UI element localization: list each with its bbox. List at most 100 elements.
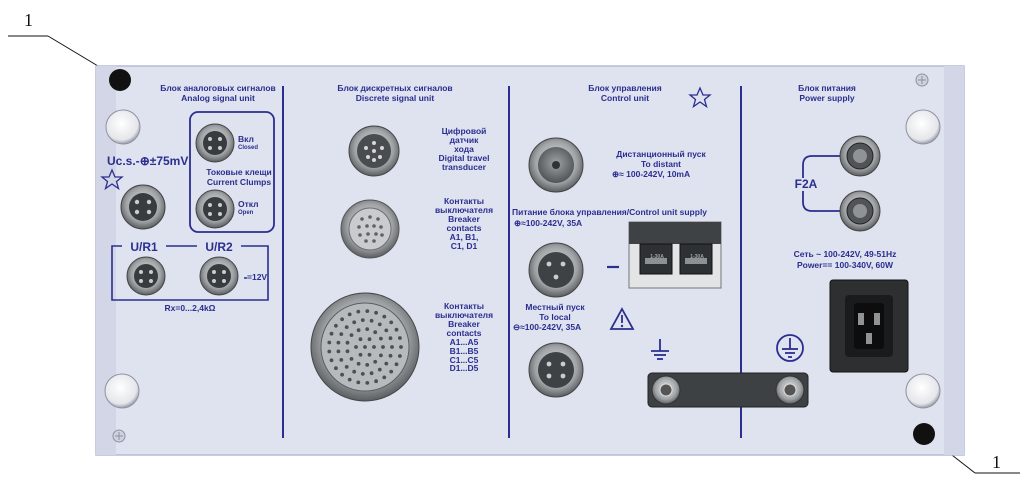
connector-pin bbox=[327, 340, 332, 345]
protective-earth-icon bbox=[776, 334, 804, 362]
connector-ucs[interactable] bbox=[120, 184, 166, 230]
connector-pin bbox=[349, 357, 354, 361]
callout-number-bottom-right: 1 bbox=[992, 452, 1001, 472]
ur1-label: U/R1 bbox=[122, 241, 166, 254]
switch-rating-right: 1-30A bbox=[690, 254, 704, 260]
power-title-ru: Блок питания bbox=[798, 83, 856, 93]
fuse-holder-1[interactable] bbox=[839, 135, 881, 177]
connector-pin bbox=[384, 361, 389, 366]
mains-label: Сеть ~ 100-242V, 49-51Hz bbox=[793, 249, 897, 259]
mount-hole-bottom-right bbox=[913, 423, 935, 445]
connector-breaker-contacts-large[interactable] bbox=[310, 292, 420, 402]
star-badge-control-icon bbox=[688, 86, 712, 109]
analog-title-ru: Блок аналоговых сигналов bbox=[160, 83, 276, 93]
connector-pin bbox=[356, 328, 361, 333]
connector-pin bbox=[339, 358, 344, 362]
analog-title-en: Analog signal unit bbox=[181, 93, 255, 103]
foot-top-right bbox=[905, 109, 941, 145]
connector-breaker-contacts-small[interactable] bbox=[340, 199, 400, 259]
connector-pin bbox=[382, 375, 387, 380]
foot-top-left bbox=[105, 109, 141, 145]
connector-pin bbox=[365, 381, 370, 385]
fuse-label: F2A bbox=[790, 178, 822, 191]
power-rating-label: Power== 100-340V, 60W bbox=[796, 260, 894, 270]
power-inlet[interactable] bbox=[829, 279, 909, 373]
discrete-title-ru: Блок дискретных сигналов bbox=[337, 83, 453, 93]
connector-pin bbox=[369, 371, 374, 376]
connector-clamp-on[interactable] bbox=[195, 123, 235, 163]
connector-pin bbox=[389, 320, 394, 325]
twelve-volt-label: =12V bbox=[247, 272, 268, 282]
fuse-holder-2[interactable] bbox=[839, 190, 881, 232]
connector-pin bbox=[356, 309, 361, 314]
circuit-breaker-switch[interactable] bbox=[628, 221, 722, 289]
connector-pin bbox=[349, 333, 354, 337]
ur2-label: U/R2 bbox=[197, 241, 241, 254]
connector-pin bbox=[360, 318, 365, 322]
power-title-en: Power supply bbox=[799, 93, 855, 103]
screw-bottom-left bbox=[112, 429, 126, 443]
connector-pin bbox=[377, 367, 382, 372]
connector-pin bbox=[356, 361, 361, 366]
connector-pin bbox=[373, 359, 378, 364]
warning-icon bbox=[609, 307, 635, 330]
connector-digital-travel[interactable] bbox=[348, 125, 400, 177]
connector-pin bbox=[367, 352, 372, 357]
connector-pin bbox=[336, 349, 341, 354]
plug-icon: ⊕≈ bbox=[612, 169, 624, 179]
screw-top-right bbox=[915, 73, 929, 87]
remote-start-label-en: To distant bbox=[641, 159, 681, 169]
connector-pin bbox=[334, 366, 338, 371]
current-clamps-label-en: Current Clumps bbox=[206, 177, 272, 187]
connector-pin bbox=[398, 336, 402, 340]
ucs-label: Uc.s.-⊕±75mV bbox=[107, 154, 189, 168]
connector-remote-start[interactable] bbox=[528, 137, 584, 193]
connector-pin bbox=[377, 322, 382, 327]
connector-pin bbox=[334, 323, 338, 328]
connector-pin bbox=[379, 353, 383, 358]
local-start-label-ru: Местный пуск bbox=[525, 302, 585, 312]
connector-pin bbox=[352, 320, 357, 325]
connector-ur1[interactable] bbox=[126, 256, 166, 296]
control-title-en: Control unit bbox=[600, 93, 650, 103]
connector-pin bbox=[340, 317, 344, 322]
ground-busbar[interactable] bbox=[647, 372, 809, 408]
plug-icon-3: ⊖≈ bbox=[513, 322, 525, 332]
dc-ac-icon: ⊕ bbox=[139, 154, 150, 168]
clamp-off-label-ru: Откл bbox=[238, 199, 259, 209]
connector-pin bbox=[390, 345, 394, 349]
connector-pin bbox=[365, 309, 370, 313]
connector-local-start[interactable] bbox=[528, 342, 584, 398]
switch-rating-left: 1-30A bbox=[650, 254, 664, 260]
connector-pin bbox=[347, 377, 352, 382]
connector-pin bbox=[369, 318, 374, 323]
connector-pin bbox=[373, 330, 378, 335]
mount-flange-right bbox=[944, 66, 964, 455]
connector-pin bbox=[374, 310, 378, 315]
connector-pin bbox=[367, 337, 372, 342]
local-start-label-en: To local bbox=[539, 312, 571, 322]
connector-pin bbox=[336, 340, 341, 345]
connector-pin bbox=[327, 349, 332, 354]
connector-ur2[interactable] bbox=[199, 256, 239, 296]
connector-pin bbox=[374, 379, 378, 384]
connector-pin bbox=[372, 345, 376, 349]
remote-start-label-ru: Дистанционный пуск bbox=[616, 149, 706, 159]
connector-pin bbox=[345, 340, 350, 345]
control-title-ru: Блок управления bbox=[588, 83, 662, 93]
connector-pin bbox=[381, 345, 385, 349]
connector-pin bbox=[398, 354, 402, 358]
connector-pin bbox=[344, 325, 349, 329]
control-supply-label: Питание блока управления/Control unit su… bbox=[512, 207, 708, 217]
connector-clamp-off[interactable] bbox=[195, 189, 235, 229]
front-panel bbox=[95, 65, 965, 456]
connector-control-supply[interactable] bbox=[528, 242, 584, 298]
rx-label: Rx=0...2,4kΩ bbox=[164, 303, 216, 313]
current-clamps-group-frame bbox=[189, 111, 275, 233]
connector-pin bbox=[358, 337, 363, 342]
foot-bottom-right bbox=[905, 373, 941, 409]
discrete-title-en: Discrete signal unit bbox=[355, 93, 435, 103]
